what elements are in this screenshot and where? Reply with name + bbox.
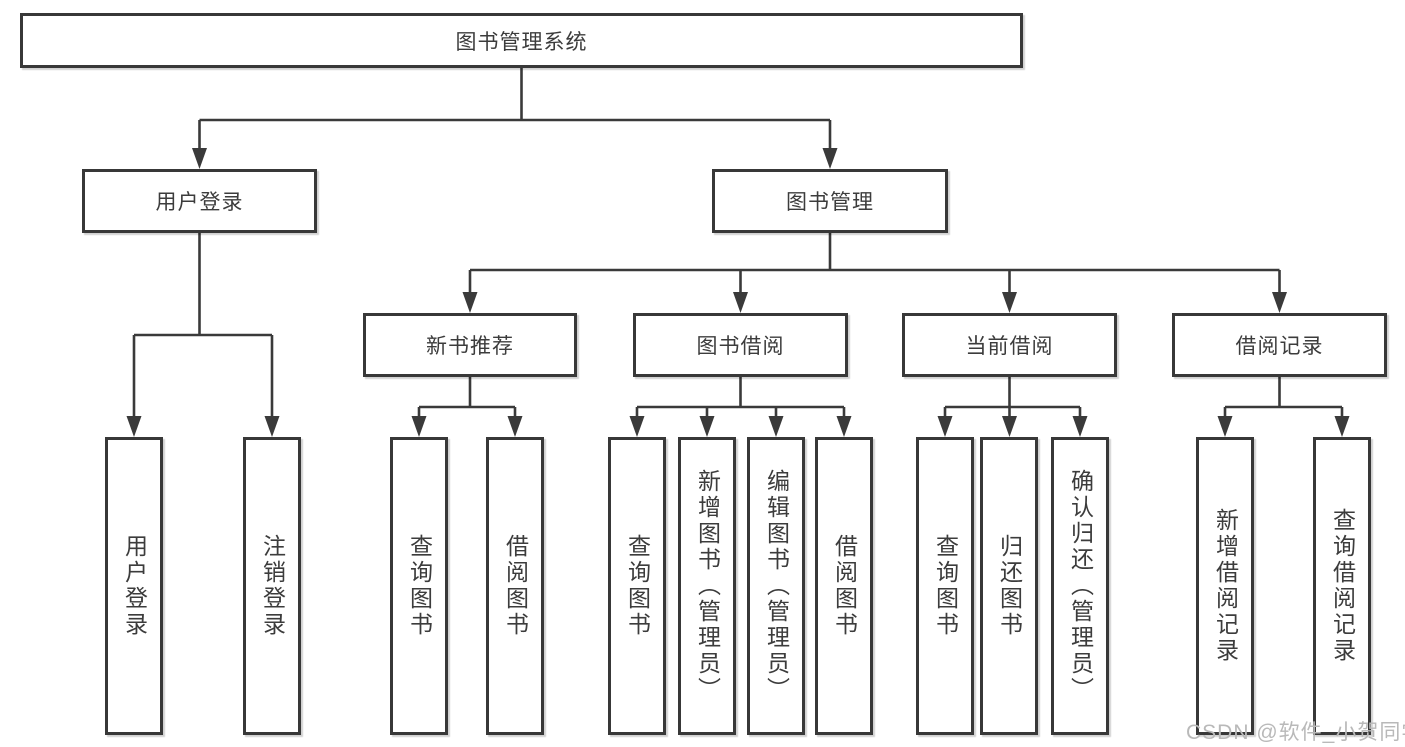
leaf-query-books-borrowing: 查询图书 (608, 437, 666, 735)
leaf-query-books-recommend: 查询图书 (390, 437, 448, 735)
node-label: 用户登录 (121, 534, 148, 638)
node-label: 新增借阅记录 (1212, 508, 1239, 664)
node-label: 编辑图书（管理员） (763, 469, 790, 703)
node-label: 图书管理 (786, 191, 874, 214)
leaf-confirm-return-admin: 确认归还（管理员） (1051, 437, 1109, 735)
node-label: 图书借阅 (696, 335, 785, 358)
node-current-borrowing: 当前借阅 (902, 313, 1117, 377)
node-library-management-system: 图书管理系统 (20, 13, 1023, 68)
leaf-add-borrow-record: 新增借阅记录 (1196, 437, 1254, 735)
node-borrow-records: 借阅记录 (1172, 313, 1387, 377)
leaf-borrow-books-borrowing: 借阅图书 (815, 437, 873, 735)
node-label: 借阅记录 (1235, 335, 1324, 358)
node-label: 查询借阅记录 (1329, 508, 1356, 664)
leaf-query-books-current: 查询图书 (916, 437, 974, 735)
leaf-user-login: 用户登录 (105, 437, 163, 735)
leaf-add-book-admin: 新增图书（管理员） (678, 437, 736, 735)
node-label: 确认归还（管理员） (1067, 469, 1094, 703)
node-label: 借阅图书 (831, 534, 858, 638)
node-book-borrowing: 图书借阅 (633, 313, 848, 377)
node-book-management: 图书管理 (712, 169, 948, 233)
node-label: 查询图书 (624, 534, 651, 638)
node-label: 用户登录 (155, 191, 244, 214)
node-user-login: 用户登录 (82, 169, 317, 233)
node-label: 新增图书（管理员） (694, 469, 721, 703)
node-label: 查询图书 (406, 534, 433, 638)
arrowhead-icons (126, 148, 1350, 437)
leaf-edit-book-admin: 编辑图书（管理员） (747, 437, 805, 735)
node-label: 借阅图书 (502, 534, 529, 638)
leaf-query-borrow-record: 查询借阅记录 (1313, 437, 1371, 735)
node-label: 图书管理系统 (455, 30, 588, 54)
node-label: 新书推荐 (426, 335, 514, 358)
csdn-watermark: CSDN @软件_小贺同学 (1186, 721, 1405, 744)
leaf-logout: 注销登录 (243, 437, 301, 735)
leaf-borrow-books-recommend: 借阅图书 (486, 437, 544, 735)
node-label: 查询图书 (932, 534, 959, 638)
node-new-book-recommend: 新书推荐 (363, 313, 577, 377)
node-label: 注销登录 (259, 534, 286, 638)
node-label: 当前借阅 (965, 335, 1054, 358)
node-label: 归还图书 (996, 534, 1023, 638)
leaf-return-books: 归还图书 (980, 437, 1038, 735)
